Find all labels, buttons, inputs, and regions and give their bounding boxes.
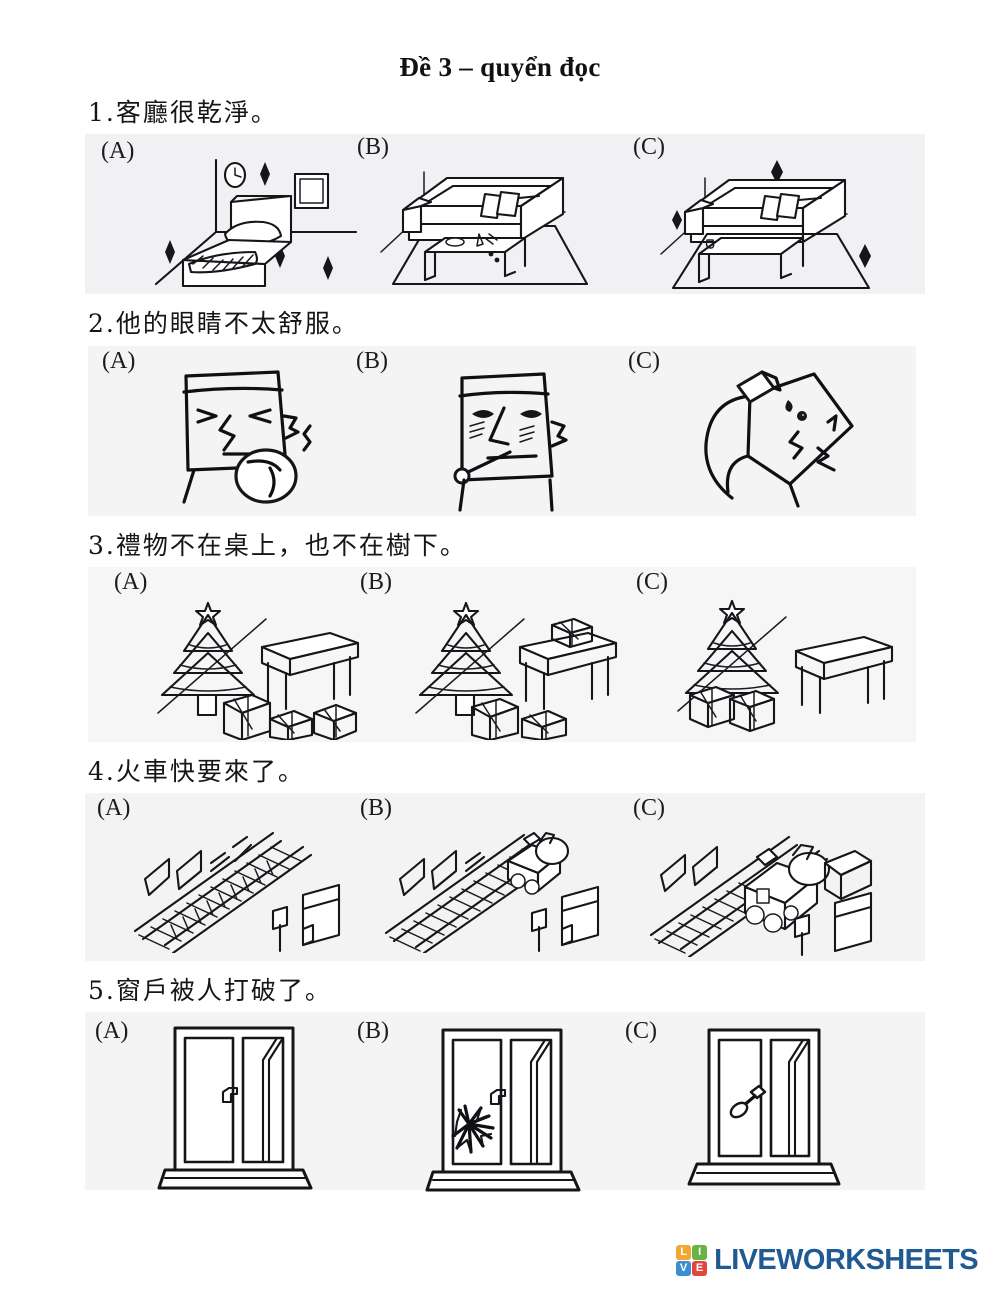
- question-3-text: 3.禮物不在桌上，也不在樹下。: [88, 530, 467, 560]
- question-3-option-c-label: (C): [636, 568, 668, 595]
- question-5-text: 5.窗戶被人打破了。: [88, 976, 332, 1005]
- liveworksheets-tiles: L I V E: [676, 1245, 708, 1276]
- question-3-option-b[interactable]: (B): [360, 567, 642, 742]
- logo-tile-v: V: [676, 1261, 692, 1276]
- question-5-option-c-label: (C): [625, 1018, 657, 1045]
- train-approaching-drawing: [382, 817, 622, 953]
- living-room-clean-drawing: [647, 152, 909, 292]
- question-4-options: (A): [85, 793, 925, 961]
- question-1-option-a-label: (A): [101, 138, 135, 165]
- tree-gift-on-table-drawing: [402, 585, 622, 740]
- question-2-option-a-label: (A): [102, 347, 136, 374]
- question-5-option-b-label: (B): [357, 1018, 389, 1045]
- question-5-option-c[interactable]: (C): [625, 1012, 925, 1190]
- question-2-option-b[interactable]: (B): [356, 346, 636, 516]
- tree-gifts-floor-front-drawing: [144, 585, 364, 740]
- page-title: Đề 3 – quyển đọc: [399, 52, 601, 82]
- question-2-option-b-label: (B): [356, 347, 388, 374]
- question-3-option-a-label: (A): [114, 568, 148, 595]
- question-1: 1.客廳很乾淨。 (A): [0, 97, 1000, 295]
- question-1-option-c[interactable]: (C): [633, 134, 925, 294]
- question-5: 5.窗戶被人打破了。 (A): [0, 975, 1000, 1192]
- question-3: 3.禮物不在桌上，也不在樹下。 (A): [0, 530, 1000, 742]
- question-1-options: (A): [85, 134, 925, 295]
- bedroom-drawing: [113, 152, 363, 292]
- question-5-option-b[interactable]: (B): [357, 1012, 639, 1192]
- question-1-option-a[interactable]: (A): [85, 134, 360, 294]
- question-2-option-c[interactable]: (C): [628, 346, 916, 516]
- living-room-messy-drawing: [369, 154, 629, 292]
- question-4: 4.火車快要來了。 (A): [0, 756, 1000, 961]
- question-2-option-a[interactable]: (A): [88, 346, 356, 516]
- question-3-option-a[interactable]: (A): [88, 567, 363, 742]
- liveworksheets-logo: L I V E LIVEWORKSHEETS: [676, 1244, 979, 1277]
- question-3-option-b-label: (B): [360, 568, 392, 595]
- question-2: 2.他的眼睛不太舒服。 (A): [0, 308, 1000, 516]
- question-2-option-c-label: (C): [628, 347, 660, 374]
- question-4-option-b[interactable]: (B): [360, 793, 640, 961]
- logo-tile-i: I: [692, 1245, 708, 1260]
- question-3-option-c[interactable]: (C): [628, 567, 916, 742]
- question-2-options: (A): [88, 345, 916, 516]
- question-3-options: (A): [88, 566, 916, 742]
- question-4-option-a[interactable]: (A): [85, 793, 363, 961]
- eye-drops-face-drawing: [676, 360, 886, 510]
- question-1-option-b[interactable]: (B): [357, 134, 642, 294]
- question-5-options: (A): [85, 1012, 925, 1192]
- window-intact-drawing: [157, 1022, 317, 1190]
- train-arrived-drawing: [649, 817, 899, 957]
- thermometer-face-drawing: [428, 364, 608, 514]
- window-broken-drawing: [425, 1024, 585, 1192]
- question-1-option-b-label: (B): [357, 134, 389, 161]
- question-5-option-a-label: (A): [95, 1018, 129, 1045]
- logo-tile-e: E: [692, 1261, 708, 1276]
- question-4-option-b-label: (B): [360, 795, 392, 821]
- squinting-face-drawing: [158, 358, 338, 508]
- logo-tile-l: L: [676, 1245, 692, 1260]
- liveworksheets-wordmark: LIVEWORKSHEETS: [714, 1244, 979, 1276]
- question-4-option-c[interactable]: (C): [633, 793, 925, 961]
- question-1-option-c-label: (C): [633, 134, 665, 161]
- question-4-option-a-label: (A): [97, 795, 131, 821]
- question-4-option-c-label: (C): [633, 795, 665, 821]
- tree-gifts-under-drawing: [668, 585, 898, 740]
- window-knob-drawing: [687, 1024, 847, 1192]
- question-5-option-a[interactable]: (A): [85, 1012, 363, 1190]
- empty-track-drawing: [125, 821, 360, 953]
- question-4-text: 4.火車快要來了。: [88, 756, 305, 786]
- question-1-text: 1.客廳很乾淨。: [88, 98, 278, 127]
- question-2-text: 2.他的眼睛不太舒服。: [88, 309, 359, 339]
